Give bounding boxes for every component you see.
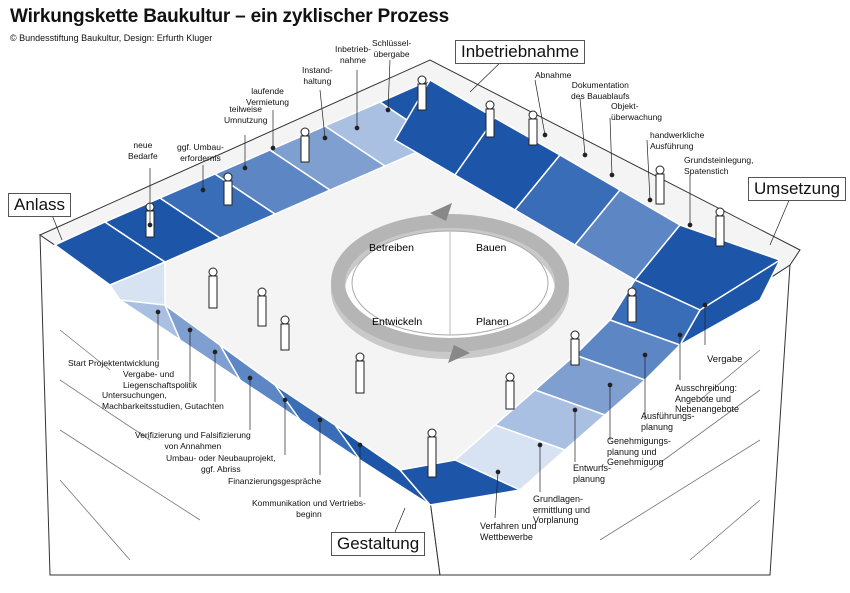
person-figure — [715, 207, 725, 247]
person-figure — [528, 110, 538, 146]
step-label: teilweise Umnutzung — [224, 104, 268, 125]
step-label: Verifizierung und Falsifizierung von Ann… — [135, 430, 251, 451]
step-label: Instand- haltung — [302, 65, 333, 86]
tile-start — [108, 260, 166, 306]
step-label: ggf. Umbau- erfordernis — [177, 142, 224, 163]
step-label: Grundsteinlegung, Spatenstich — [684, 155, 754, 176]
step-label: Objekt- überwachung — [611, 101, 663, 122]
people-figures — [145, 75, 725, 478]
person-figure — [505, 372, 515, 410]
person-figure — [427, 428, 437, 478]
person-figure — [627, 287, 637, 323]
person-figure — [280, 315, 290, 351]
phase-label-anlass: Anlass — [8, 193, 72, 217]
step-label: neue Bedarfe — [128, 140, 158, 161]
cycle-label-planen: Planen — [476, 316, 509, 328]
cycle-label-entwickeln: Entwickeln — [372, 316, 422, 328]
step-label: laufende Vermietung — [246, 86, 289, 107]
cycle-arrow-top — [430, 203, 452, 221]
strip-entwickeln — [108, 260, 523, 506]
wall-hatching — [59, 329, 761, 561]
step-label: Schlüssel- übergabe — [372, 38, 412, 59]
phase-label-umsetzung: Umsetzung — [748, 177, 846, 201]
cycle-label-betreiben: Betreiben — [369, 242, 414, 254]
step-label: Entwurfs- planung — [573, 463, 612, 484]
cycle-ring: Betreiben Bauen Entwickeln Planen — [331, 203, 569, 363]
step-label: Genehmigungs- planung und Genehmigung — [607, 436, 672, 467]
person-figure — [257, 287, 267, 327]
page-title: Wirkungskette Baukultur – ein zyklischer… — [10, 6, 449, 27]
step-label: Vergabe — [707, 354, 743, 365]
step-label: Umbau- oder Neubauprojekt, ggf. Abriss — [166, 453, 276, 474]
step-label: Finanzierungsgespräche — [228, 476, 322, 486]
person-figure — [417, 75, 427, 111]
person-figure — [223, 172, 233, 206]
step-label: Kommunikation und Vertriebs- beginn — [252, 498, 366, 519]
person-figure — [355, 352, 365, 394]
step-label: Abnahme — [535, 70, 572, 80]
step-label: Ausschreibung: Angebote und Nebenangebot… — [675, 383, 740, 414]
step-label: Inbetrieb- nahme — [335, 44, 371, 65]
step-label: Verfahren und Wettbewerbe — [480, 521, 537, 542]
phase-label-gestaltung: Gestaltung — [331, 532, 426, 556]
person-figure — [485, 100, 495, 138]
person-figure — [300, 127, 310, 163]
step-label: Grundlagen- ermittlung und Vorplanung — [533, 494, 591, 525]
cycle-label-bauen: Bauen — [476, 242, 507, 254]
step-label: Start Projektentwicklung — [68, 358, 160, 368]
step-label: Dokumentation des Bauablaufs — [571, 80, 630, 101]
person-figure — [655, 165, 665, 205]
cycle-arrow-bottom — [448, 345, 470, 363]
step-label: Untersuchungen, Machbarkeitsstudien, Gut… — [102, 390, 224, 411]
strip-bauen — [393, 78, 782, 311]
credit-line: © Bundesstiftung Baukultur, Design: Erfu… — [10, 33, 213, 43]
step-label: Vergabe- und Liegenschaftspolitik — [123, 369, 198, 390]
person-figure — [208, 267, 218, 309]
step-label: Ausführungs- planung — [641, 411, 695, 432]
step-label: handwerkliche Ausführung — [650, 130, 705, 151]
leader-lines — [49, 57, 791, 533]
person-figure — [570, 330, 580, 366]
phase-label-inbetriebnahme: Inbetriebnahme — [455, 40, 586, 64]
